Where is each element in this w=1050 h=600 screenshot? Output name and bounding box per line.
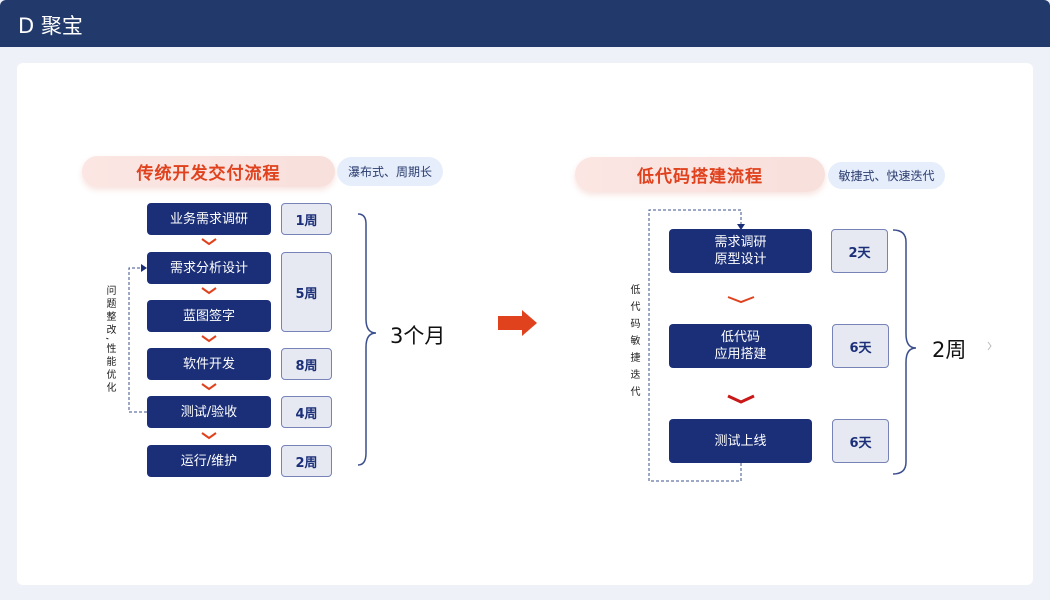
step-blueprint-sign: 蓝图签字 bbox=[147, 300, 271, 332]
traditional-subtitle: 瀑布式、周期长 bbox=[337, 157, 443, 186]
duration-badge: 4周 bbox=[281, 396, 332, 428]
duration-badge: 6天 bbox=[832, 419, 889, 463]
arrow-right-big-icon bbox=[498, 310, 537, 336]
arrow-right-icon bbox=[141, 264, 147, 272]
lowcode-subtitle: 敏捷式、快速迭代 bbox=[828, 162, 945, 189]
step-operate-maintain: 运行/维护 bbox=[147, 445, 271, 477]
traditional-title: 传统开发交付流程 bbox=[82, 156, 335, 187]
duration-badge: 8周 bbox=[281, 348, 332, 380]
duration-badge: 5周 bbox=[281, 252, 332, 332]
brace-icon bbox=[892, 229, 917, 475]
duration-badge: 6天 bbox=[832, 324, 889, 368]
step-analysis-design: 需求分析设计 bbox=[147, 252, 271, 284]
step-test-launch: 测试上线 bbox=[669, 419, 812, 463]
step-research-prototype: 需求调研原型设计 bbox=[669, 229, 812, 273]
duration-badge: 1周 bbox=[281, 203, 332, 235]
step-lowcode-build: 低代码应用搭建 bbox=[669, 324, 812, 368]
duration-badge: 2周 bbox=[281, 445, 332, 477]
brace-icon bbox=[357, 213, 377, 466]
arrow-down-icon bbox=[737, 224, 745, 230]
step-label: 原型设计 bbox=[714, 252, 767, 267]
loop-dashed-line bbox=[128, 267, 147, 413]
chevron-down-icon bbox=[727, 394, 755, 404]
app-header: D 聚宝 bbox=[0, 0, 1050, 47]
loop-dashed-line bbox=[648, 209, 742, 482]
step-label: 低代码 bbox=[720, 330, 760, 345]
traditional-total: 3个月 bbox=[390, 324, 446, 348]
lowcode-title: 低代码搭建流程 bbox=[575, 157, 825, 192]
step-label: 测试上线 bbox=[714, 433, 767, 449]
chevron-down-icon bbox=[201, 238, 755, 440]
duration-badge: 2天 bbox=[831, 229, 888, 273]
chevron-right-icon bbox=[987, 341, 992, 351]
lowcode-total: 2周 bbox=[932, 338, 967, 362]
loop-label: 问题整改,性能优化 bbox=[104, 285, 115, 396]
app-logo: D 聚宝 bbox=[18, 14, 83, 38]
step-software-dev: 软件开发 bbox=[147, 348, 271, 380]
step-label: 需求调研 bbox=[714, 235, 767, 250]
step-test-accept: 测试/验收 bbox=[147, 396, 271, 428]
step-label: 应用搭建 bbox=[714, 347, 767, 362]
step-business-research: 业务需求调研 bbox=[147, 203, 271, 235]
loop-label: 低代码敏捷迭代 bbox=[628, 284, 639, 403]
